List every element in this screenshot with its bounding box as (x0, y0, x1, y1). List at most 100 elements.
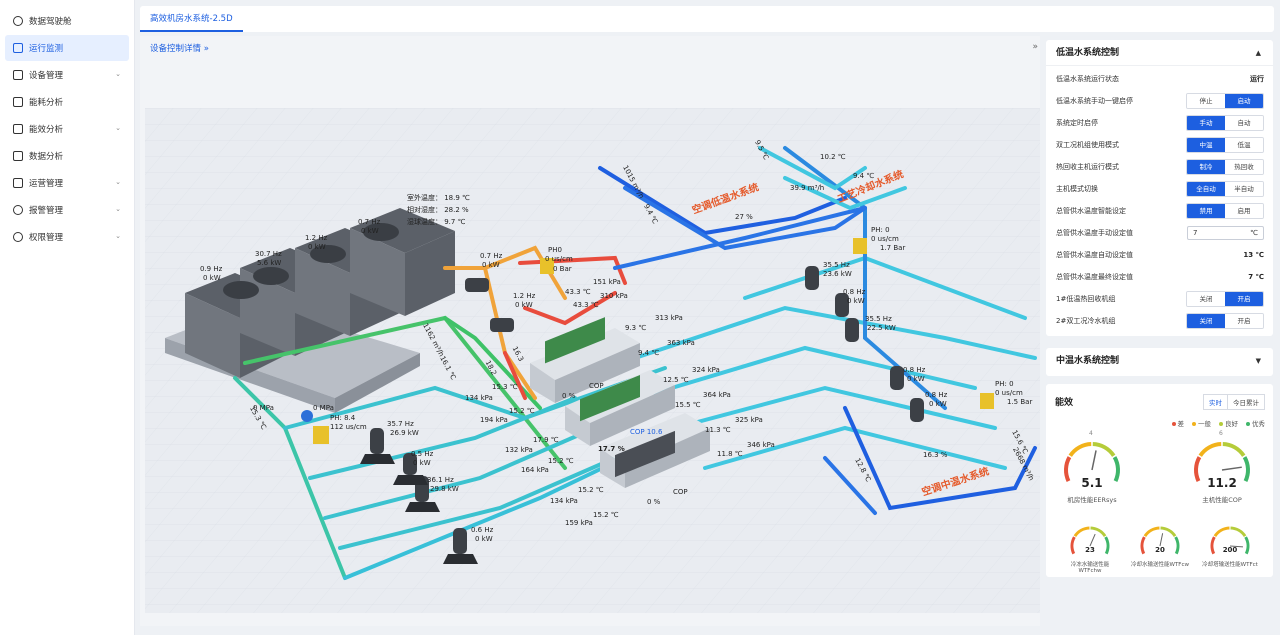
semi-auto-button[interactable]: 半自动 (1225, 182, 1263, 196)
pressure-label: 132 kPa (505, 446, 533, 454)
setpoint-input[interactable]: 7℃ (1187, 226, 1264, 240)
open-button[interactable]: 开启 (1225, 292, 1263, 306)
manual-button[interactable]: 手动 (1187, 116, 1225, 130)
status-row: 低温水系统运行状态 运行 (1046, 68, 1273, 90)
full-auto-button[interactable]: 全自动 (1187, 182, 1225, 196)
sidebar-item-permission[interactable]: 权限管理⌄ (5, 224, 129, 250)
toggle-group: 中温低温 (1186, 137, 1264, 153)
temp-label: 9.3 ℃ (625, 324, 647, 332)
collapse-panel-icon[interactable]: » (1032, 42, 1038, 52)
gauge-arc (1064, 442, 1120, 482)
heat-recovery-button[interactable]: 热回收 (1225, 160, 1263, 174)
breadcrumb[interactable]: 设备控制详情 » (150, 44, 209, 54)
setpoint-row: 总管供水温度最终设定值 7 ℃ (1046, 266, 1273, 288)
collapse-up-icon[interactable]: ▲ (1255, 49, 1261, 57)
enable-button[interactable]: 启用 (1225, 204, 1263, 218)
tower-1-hz: 0.9 Hz (200, 265, 223, 273)
gauge-segment (1104, 536, 1110, 555)
unit-label: ℃ (1250, 229, 1258, 237)
disable-button[interactable]: 禁用 (1187, 204, 1225, 218)
gauge-name: 冷却塔输送性能WTFct (1202, 562, 1258, 568)
pump-hz: 0.8 Hz (925, 391, 948, 399)
ph-label: PH: 8.4 (330, 414, 356, 422)
pump-kw: 29.8 kW (430, 485, 459, 493)
panel-title[interactable]: 低温水系统控制▲ (1046, 40, 1273, 66)
temp-label: 11.8 ℃ (717, 450, 743, 458)
gauge-wtfcw: 20 冷却水输送性能WTFcw (1130, 520, 1190, 570)
pressure-label: 159 kPa (565, 519, 593, 527)
auto-button[interactable]: 自动 (1225, 116, 1263, 130)
gauge-segment (1143, 526, 1160, 538)
sidebar-item-efficiency[interactable]: 能效分析⌄ (5, 116, 129, 142)
gauge-segment (1244, 536, 1250, 555)
tab-bar: 高效机房水系统-2.5D (140, 6, 1274, 32)
panel-title[interactable]: 中温水系统控制▼ (1046, 348, 1273, 374)
mid-temp-button[interactable]: 中温 (1187, 138, 1225, 152)
chevron-down-icon: ⌄ (115, 205, 121, 213)
pressure-label: 134 kPa (550, 497, 578, 505)
efficiency-panel: 能效 实时 今日累计 差 一般 良好 优秀 4 5.1 机房性能EERsys 6… (1046, 384, 1273, 577)
gauge-name: 冷却水输送性能WTFcw (1131, 562, 1189, 568)
user-icon (13, 232, 23, 242)
open-button[interactable]: 开启 (1225, 314, 1263, 328)
gauge-segment (1073, 526, 1090, 538)
gauge-segment (1174, 536, 1180, 555)
pressure-label: 194 kPa (480, 416, 508, 424)
tab-water-system[interactable]: 高效机房水系统-2.5D (140, 6, 243, 32)
sidebar-item-dashboard[interactable]: 数据驾驶舱 (5, 8, 129, 34)
conductivity-label: 112 us/cm (330, 423, 367, 431)
gauge-cop: 6 11.2 主机性能COP (1190, 430, 1254, 504)
sidebar-item-devices[interactable]: 设备管理⌄ (5, 62, 129, 88)
gauge-eersys: 4 5.1 机房性能EERsys (1060, 430, 1124, 504)
pump-kw: 0 kW (475, 535, 493, 543)
tower-4-hz: 0.7 Hz (358, 218, 381, 226)
row-label: 总管供水温度最终设定值 (1056, 273, 1133, 281)
gauge-segment (1070, 536, 1076, 555)
sidebar-item-energy[interactable]: 能耗分析 (5, 89, 129, 115)
pump-hz: 0.7 Hz (480, 252, 503, 260)
gauge-segment (1230, 526, 1247, 538)
gauge-wtfct: 200 冷却塔输送性能WTFct (1200, 520, 1260, 570)
toggle-group: 关闭开启 (1186, 291, 1264, 307)
gauge-segment (1222, 442, 1246, 457)
status-value: 运行 (1250, 75, 1264, 83)
tab-today[interactable]: 今日累计 (1233, 399, 1259, 407)
toggle-group: 停止启动 (1186, 93, 1264, 109)
control-row: 总管供水温度智能设定 禁用启用 (1046, 200, 1273, 222)
gauge-max-tick: 4 (1089, 430, 1093, 437)
valve-label: 27 % (735, 213, 753, 221)
row-label: 1#低温热回收机组 (1056, 295, 1116, 303)
row-label: 低温水系统手动一键启停 (1056, 97, 1133, 105)
row-label: 主机模式切换 (1056, 185, 1098, 193)
sidebar-item-monitor[interactable]: 运行监测 (5, 35, 129, 61)
control-row: 低温水系统手动一键启停 停止启动 (1046, 90, 1273, 112)
close-button[interactable]: 关闭 (1187, 292, 1225, 306)
sidebar-item-alarm[interactable]: 报警管理⌄ (5, 197, 129, 223)
control-row: 双工况机组使用模式 中温低温 (1046, 134, 1273, 156)
sidebar-item-data[interactable]: 数据分析 (5, 143, 129, 169)
chevron-down-icon: ⌄ (115, 232, 121, 240)
stop-button[interactable]: 停止 (1187, 94, 1225, 108)
toggle-group: 手动自动 (1186, 115, 1264, 131)
pump-hz: 1.2 Hz (513, 292, 536, 300)
start-button[interactable]: 启动 (1225, 94, 1263, 108)
tab-realtime[interactable]: 实时 (1204, 395, 1228, 409)
gauge-value: 20 (1155, 546, 1165, 554)
expand-down-icon[interactable]: ▼ (1255, 357, 1261, 365)
gauge-segment (1090, 526, 1107, 538)
device-icon (13, 70, 23, 80)
sidebar-item-operations[interactable]: 运营管理⌄ (5, 170, 129, 196)
row-label: 热回收主机运行模式 (1056, 163, 1119, 171)
gauge-name: 冷冻水输送性能WTFchw (1070, 562, 1110, 574)
gauge-segment (1210, 536, 1216, 555)
gauge-segment (1242, 456, 1250, 482)
pump-hz: 0.8 Hz (903, 366, 926, 374)
gauge-needle (1089, 533, 1096, 547)
tower-3-kw: 0 kW (308, 243, 326, 251)
cooling-button[interactable]: 制冷 (1187, 160, 1225, 174)
close-button[interactable]: 关闭 (1187, 314, 1225, 328)
pressure-label: 364 kPa (703, 391, 731, 399)
gauge-segment (1198, 442, 1222, 457)
temp-label: 10.2 ℃ (820, 153, 846, 161)
low-temp-button[interactable]: 低温 (1225, 138, 1263, 152)
